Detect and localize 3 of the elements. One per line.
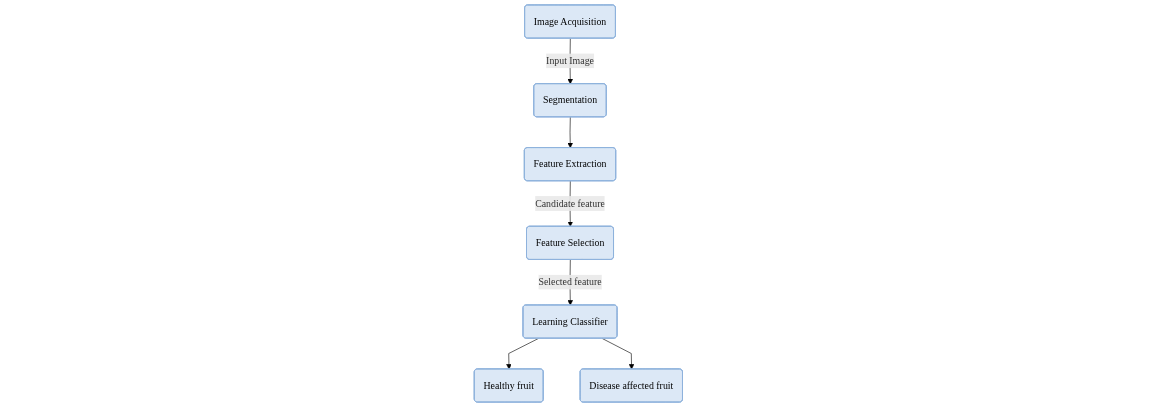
edge-label: Input Image [546, 55, 595, 66]
edge-label: Candidate feature [535, 197, 605, 209]
edge-label: Selected feature [538, 276, 602, 288]
